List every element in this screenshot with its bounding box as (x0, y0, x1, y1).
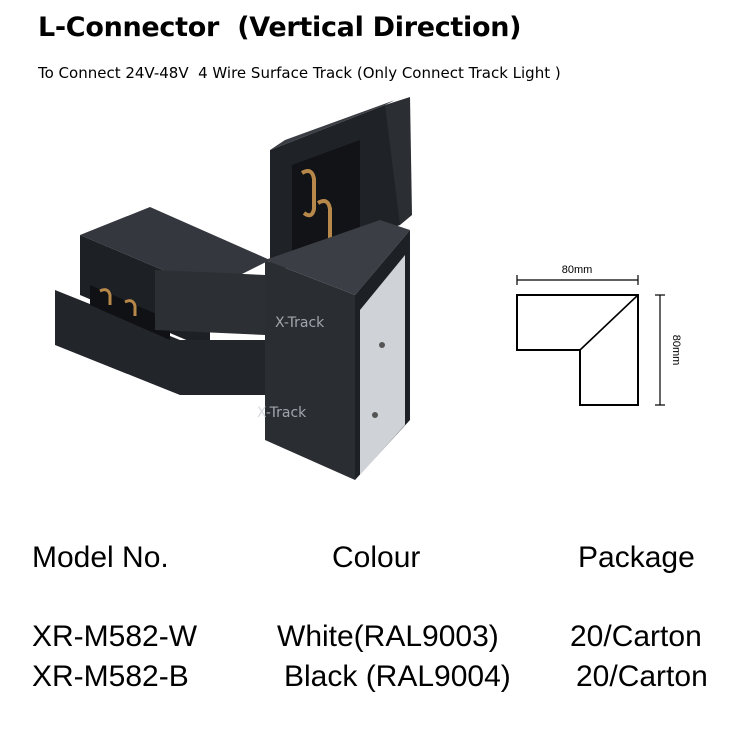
header-colour: Colour (332, 541, 421, 574)
horizontal-arm-lower (55, 290, 265, 395)
row-1-package: 20/Carton (570, 620, 702, 653)
contact-wire (300, 169, 316, 218)
side-plate (360, 255, 405, 475)
corner-block-top (265, 220, 410, 295)
width-label: 80mm (562, 264, 593, 276)
page-title: L-Connector (Vertical Direction) (38, 12, 522, 43)
watermark: X-Track (275, 315, 325, 331)
row-2-model: XR-M582-B (32, 660, 189, 693)
row-1-model: XR-M582-W (32, 620, 198, 653)
header-model: Model No. (32, 541, 169, 574)
row-2-colour: Black (RAL9004) (284, 660, 511, 693)
screw (379, 342, 385, 348)
contact-wire (99, 288, 112, 305)
watermark: X-Track (257, 405, 307, 421)
row-2-package: 20/Carton (576, 660, 708, 693)
horizontal-arm-top (80, 207, 270, 290)
contact-wire (124, 299, 137, 316)
page-subtitle: To Connect 24V-48V 4 Wire Surface Track … (38, 64, 561, 82)
header-package: Package (578, 541, 695, 574)
height-label: 80mm (670, 335, 682, 366)
miter-line (579, 294, 639, 351)
horizontal-arm-block (155, 270, 265, 335)
vertical-arm-side (385, 97, 412, 225)
screw (372, 412, 378, 418)
vertical-arm-top (270, 100, 395, 150)
corner-block-front (265, 260, 355, 480)
l-connector-photo: X-Track X-Track (55, 97, 412, 480)
dimension-diagram: 80mm 80mm (516, 264, 682, 406)
row-1-colour: White(RAL9003) (277, 620, 499, 653)
